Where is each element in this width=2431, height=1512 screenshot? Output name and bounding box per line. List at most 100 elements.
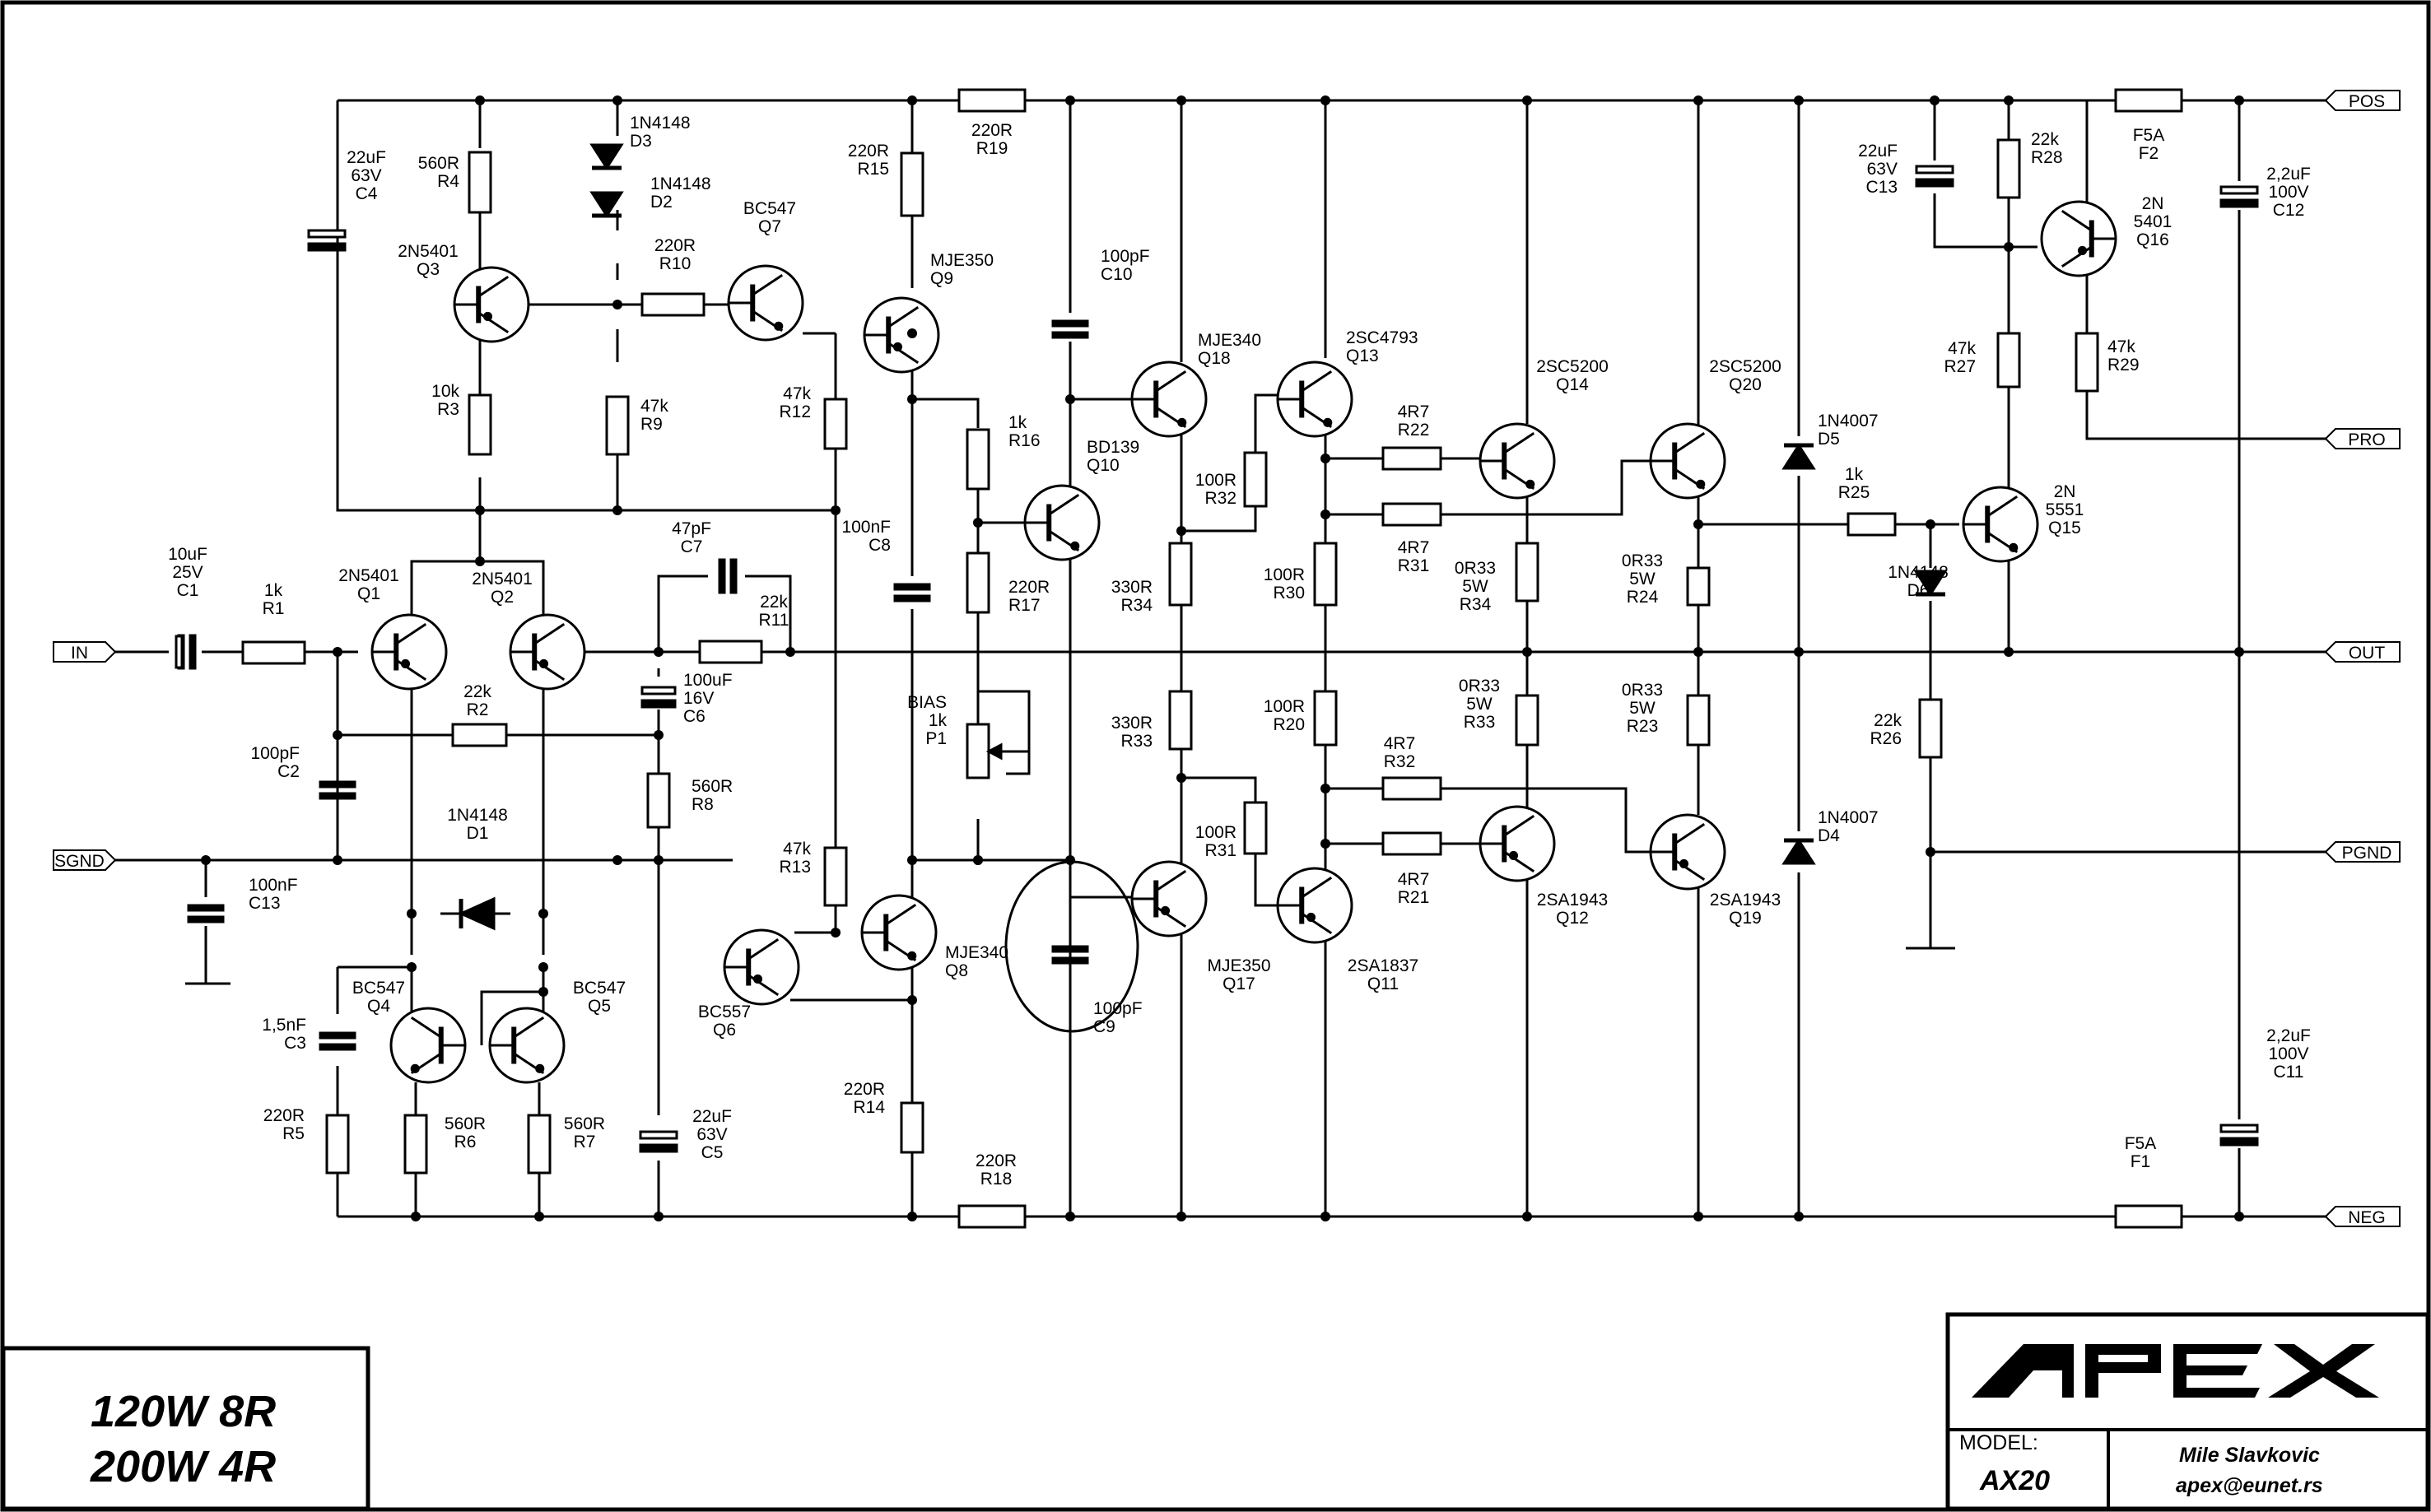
label-c4: C4 <box>356 184 378 203</box>
label-d6: 1N4148 <box>1888 563 1949 582</box>
label-q15: 5551 <box>2046 500 2084 519</box>
label-r5: R5 <box>282 1124 305 1143</box>
label-r2: R2 <box>467 700 489 719</box>
junction-dot <box>1176 95 1186 105</box>
junction-dot <box>785 647 795 657</box>
R26 <box>1918 698 1943 759</box>
label-f1: F1 <box>2131 1152 2151 1171</box>
label-c13b: 22uF <box>1858 142 1898 161</box>
junction-dot <box>2004 647 2014 657</box>
label-c8: C8 <box>869 536 891 555</box>
junction-dot <box>2004 95 2014 105</box>
label-r27: R27 <box>1944 357 1976 376</box>
R27 <box>1996 332 2021 388</box>
Q6-lead-top <box>747 937 780 961</box>
junction-dot <box>2234 95 2244 105</box>
port-pos-label: POS <box>2349 92 2385 111</box>
label-c7: 47pF <box>672 519 711 538</box>
label-d3: 1N4148 <box>630 114 691 133</box>
F2 <box>2114 88 2183 113</box>
port-pgnd: PGND <box>2324 841 2401 863</box>
label-r3: R3 <box>437 400 459 419</box>
Q17 <box>1130 860 1208 937</box>
label-q13: Q13 <box>1346 347 1379 365</box>
label-r1: R1 <box>263 599 285 618</box>
label-q18: MJE340 <box>1198 331 1261 350</box>
label-r4: R4 <box>437 172 459 191</box>
label-r31b: 4R7 <box>1398 538 1430 557</box>
label-r17: R17 <box>1008 596 1041 615</box>
Q2 <box>509 613 586 691</box>
R11 <box>698 640 763 664</box>
label-c9: 100pF <box>1093 999 1143 1018</box>
label-c1: 25V <box>172 563 203 582</box>
junction-dot <box>973 518 983 528</box>
Q20-arrow <box>1696 479 1706 489</box>
C5 <box>639 1143 678 1153</box>
label-c10: 100pF <box>1101 247 1150 266</box>
label-r20: R20 <box>1273 715 1305 734</box>
C2 <box>319 780 356 789</box>
junction-dot <box>1794 647 1804 657</box>
R20 <box>1313 690 1338 747</box>
label-q14: Q14 <box>1556 375 1589 394</box>
junction-dot <box>612 95 622 105</box>
port-sgnd: SGND <box>53 849 117 871</box>
label-r12: 47k <box>783 384 811 403</box>
junction-dot <box>1522 647 1532 657</box>
label-r31b: R31 <box>1398 556 1430 575</box>
label-c10: C10 <box>1101 265 1133 284</box>
label-q7: BC547 <box>743 199 796 218</box>
label-r20: 100R <box>1264 697 1305 716</box>
junction-dot <box>1320 784 1330 793</box>
junction-dot <box>1794 1212 1804 1221</box>
Q12 <box>1479 805 1556 882</box>
label-r32a: R32 <box>1204 489 1236 508</box>
junction-dot <box>1320 839 1330 849</box>
label-r13: 47k <box>783 840 811 858</box>
R13 <box>823 846 848 907</box>
label-r34b: 0R33 <box>1455 559 1496 578</box>
junction-dot <box>831 505 841 515</box>
label-d5: 1N4007 <box>1818 412 1879 430</box>
R33 <box>1168 690 1193 751</box>
junction-dot <box>1065 1212 1075 1221</box>
label-r33a: 330R <box>1111 714 1153 733</box>
label-r1: 1k <box>264 581 283 600</box>
junction-dot <box>1065 394 1075 404</box>
junction-dot <box>1176 1212 1186 1221</box>
Q3-arrow <box>482 311 493 321</box>
junction-dot <box>475 505 485 515</box>
label-r13: R13 <box>779 858 811 877</box>
label-q6: BC557 <box>698 1003 751 1021</box>
C2 <box>319 792 356 800</box>
junction-dot <box>1065 95 1075 105</box>
R9 <box>605 395 630 456</box>
label-r24: 5W <box>1629 570 1656 589</box>
R3 <box>468 393 492 456</box>
C10 <box>1051 331 1089 339</box>
wire <box>2085 391 2326 440</box>
R17 <box>966 551 990 614</box>
label-c6: C6 <box>683 707 706 726</box>
D1 <box>458 896 496 931</box>
label-q14: 2SC5200 <box>1536 357 1609 376</box>
Q18-lead-top <box>1155 370 1187 393</box>
Q3 <box>453 266 530 343</box>
Q4-arrow <box>410 1063 420 1073</box>
R30 <box>1313 542 1338 607</box>
label-r17: 220R <box>1008 578 1050 597</box>
apex-logo <box>1972 1344 2379 1398</box>
C12 <box>2219 185 2259 195</box>
label-r34a: 330R <box>1111 578 1153 597</box>
junction-dot <box>538 962 548 972</box>
Q19-arrow <box>1679 858 1689 868</box>
label-c13b: 63V <box>1867 160 1898 179</box>
label-d1: 1N4148 <box>447 806 508 825</box>
label-r18: 220R <box>976 1151 1017 1170</box>
C5 <box>639 1130 678 1140</box>
C8 <box>893 583 931 591</box>
junction-dot <box>411 1212 421 1221</box>
port-sgnd-shape <box>53 849 117 871</box>
